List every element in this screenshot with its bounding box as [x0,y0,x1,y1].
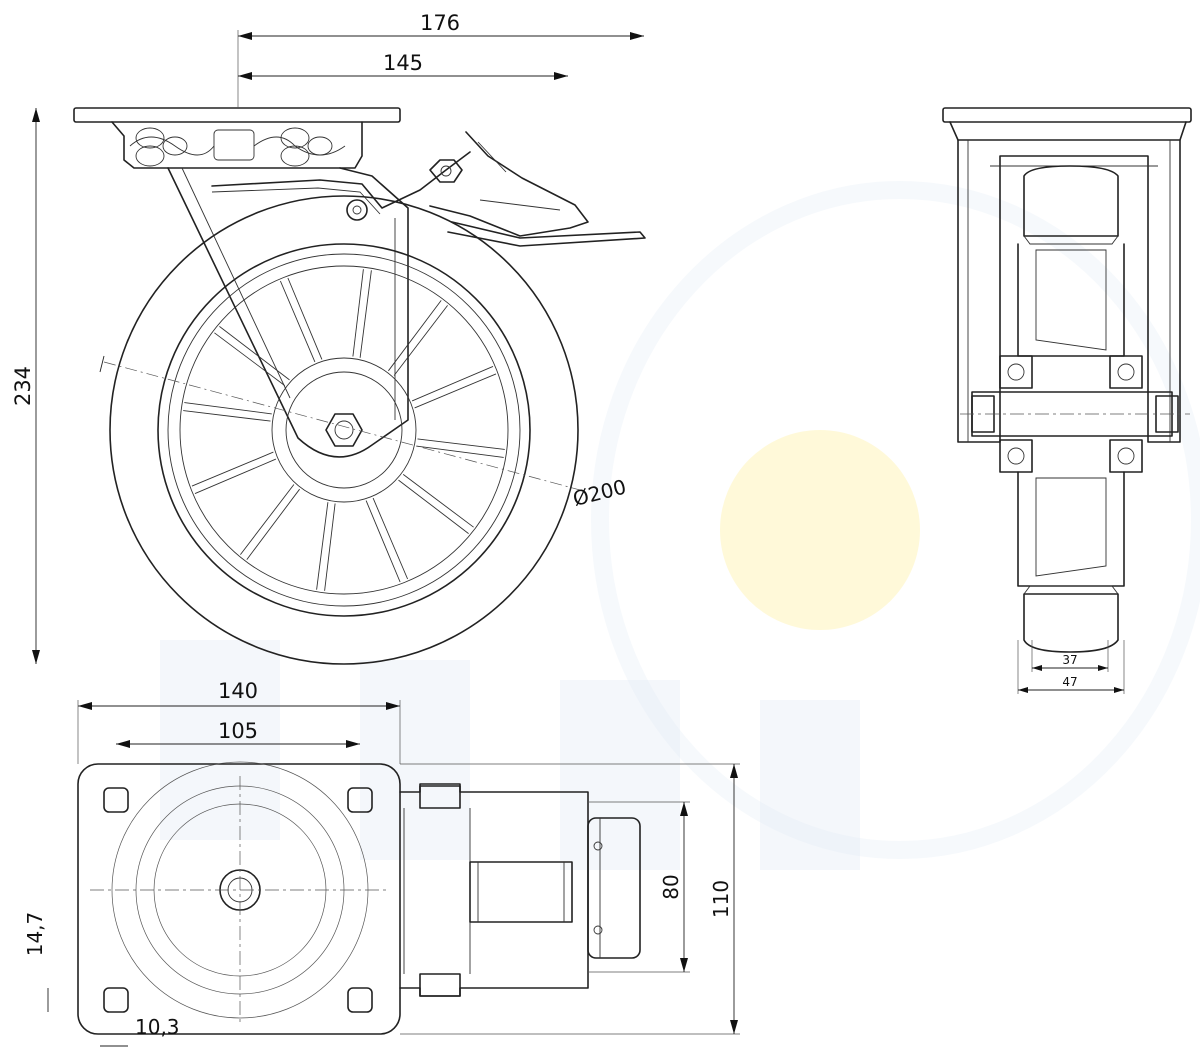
wheel-spoke [279,280,316,363]
watermark-logo [160,181,1200,870]
side-view [73,107,646,665]
dim-14-7: 14,7 [23,912,47,957]
dimension-labels: 176 145 234 Ø200 37 47 140 105 80 110 14… [11,11,1078,1039]
wheel-spoke [352,269,364,357]
wheel-spoke [388,300,442,372]
top-view [77,761,740,1035]
wheel-spoke-edge [365,500,401,583]
wheel-spoke [324,503,336,591]
wheel-spokes [183,269,505,591]
wheel-spoke [214,332,286,386]
wheel-spoke-edge [398,479,469,534]
dimension-arrows [32,32,1124,1034]
wheel-spoke [246,488,300,560]
wheel-spoke [183,410,271,422]
wheel-spoke-edge [287,277,323,360]
dimension-lines [35,30,735,1047]
wheel-spoke-edge [316,502,329,590]
wheel-spoke [194,458,277,495]
wheel-spoke-edge [416,445,504,458]
wheel-spoke-edge [184,402,272,415]
wheel-spoke-edge [240,484,295,555]
dim-234: 234 [11,366,35,406]
wheel-spoke-edge [219,326,290,381]
wheel-spoke [417,438,505,450]
dim-145: 145 [383,51,423,75]
dim-10-3: 10,3 [135,1015,180,1039]
wheel-spoke [411,365,494,402]
dim-140: 140 [218,679,258,703]
dim-110: 110 [709,880,733,918]
dim-105: 105 [218,719,258,743]
wheel-spoke-edge [359,270,372,358]
wheel-spoke [402,474,474,528]
dim-47: 47 [1062,675,1077,689]
dim-37: 37 [1062,653,1077,667]
dim-80: 80 [659,874,683,899]
front-view [942,107,1192,694]
wheel-spoke [372,497,409,580]
dim-176: 176 [420,11,460,35]
wheel-spoke-edge [393,305,448,376]
wheel-spoke-edge [414,373,497,409]
wheel-spoke-edge [191,451,274,487]
